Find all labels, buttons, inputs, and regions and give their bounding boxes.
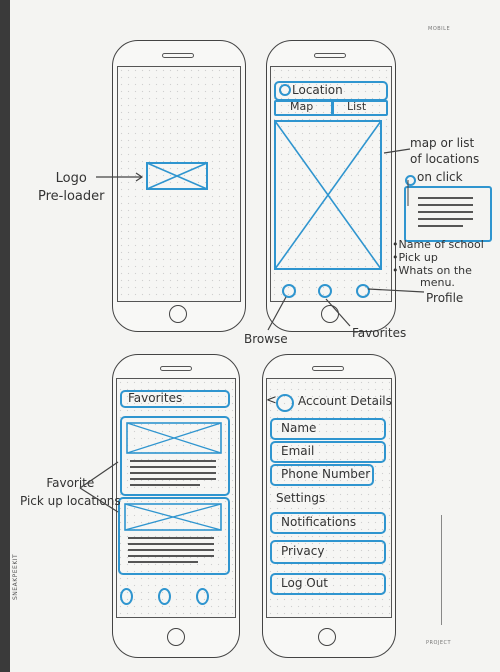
- favorites-nav-icon[interactable]: [318, 284, 332, 298]
- log-out-button[interactable]: Log Out: [270, 573, 386, 595]
- favorite-card-2[interactable]: [118, 497, 230, 575]
- profile-nav-icon[interactable]: [356, 284, 370, 298]
- speaker: [162, 53, 194, 58]
- screen-splash: [117, 66, 241, 302]
- page-label: MOBILE: [428, 26, 451, 32]
- notifications-button[interactable]: Notifications: [270, 512, 386, 534]
- avatar-icon: [276, 394, 294, 412]
- name-field[interactable]: Name: [270, 418, 386, 440]
- home-button: [321, 305, 339, 323]
- map-pin-icon: [405, 175, 416, 186]
- name-label: Name: [281, 421, 317, 435]
- paper-sheet: [10, 0, 500, 672]
- margin-line: [441, 515, 442, 625]
- home-button: [167, 628, 185, 646]
- logo-placeholder: [146, 162, 208, 190]
- bullet-pickup: •Pick up: [392, 251, 438, 264]
- email-field[interactable]: Email: [270, 441, 386, 463]
- email-label: Email: [281, 444, 315, 458]
- notifications-label: Notifications: [281, 515, 357, 529]
- location-search-bar[interactable]: Location: [274, 81, 388, 101]
- popup-card: [404, 186, 492, 242]
- back-icon[interactable]: <: [266, 393, 277, 408]
- favorites-title: Favorites: [128, 391, 183, 405]
- home-button: [318, 628, 336, 646]
- pointer-line: [407, 180, 409, 206]
- account-details-title: Account Details: [298, 394, 392, 408]
- speaker: [314, 53, 346, 58]
- brand-label: SNEAKPEEKIT: [12, 553, 19, 600]
- tab-list-label: List: [347, 100, 367, 113]
- phone-label: Phone Number: [281, 467, 371, 481]
- home-button: [169, 305, 187, 323]
- browse-note: Browse: [244, 332, 288, 346]
- tab-map-label: Map: [290, 100, 314, 113]
- project-label: PROJECT: [426, 640, 452, 646]
- location-label: Location: [292, 83, 343, 97]
- arrow-icon: [96, 172, 144, 182]
- map-list-note: map or list of locations: [410, 136, 480, 166]
- logo-preloader-note: Logo Pre-loader: [38, 171, 105, 204]
- arrow-icon: [367, 288, 425, 293]
- privacy-label: Privacy: [281, 544, 325, 558]
- bullet-menu-cont: menu.: [420, 276, 455, 289]
- tab-list[interactable]: List: [331, 100, 388, 116]
- browse-nav-icon[interactable]: [282, 284, 296, 298]
- arrow-icon: [267, 296, 287, 331]
- profile-nav-icon[interactable]: [196, 588, 209, 605]
- favorites-title-bar: Favorites: [120, 390, 230, 408]
- privacy-button[interactable]: Privacy: [270, 540, 386, 564]
- settings-heading: Settings: [276, 491, 326, 505]
- speaker: [312, 366, 344, 371]
- speaker: [160, 366, 192, 371]
- arrow-icon: [383, 148, 411, 154]
- tab-map[interactable]: Map: [274, 100, 334, 116]
- arrow-icon: [79, 461, 119, 513]
- phone-number-field[interactable]: Phone Number: [270, 464, 374, 486]
- browse-nav-icon[interactable]: [120, 588, 133, 605]
- favorites-nav-icon[interactable]: [158, 588, 171, 605]
- profile-note: Profile: [426, 291, 464, 305]
- arrow-icon: [325, 298, 351, 327]
- bullet-school: •Name of school: [392, 238, 484, 251]
- location-pin-icon: [279, 84, 291, 96]
- bullet-menu: •Whats on the: [392, 264, 472, 277]
- map-placeholder[interactable]: [274, 120, 382, 270]
- favorites-note: Favorites: [352, 326, 407, 340]
- on-click-note: on click: [417, 170, 463, 184]
- log-out-label: Log Out: [281, 576, 329, 590]
- favorite-card-1[interactable]: [120, 416, 230, 496]
